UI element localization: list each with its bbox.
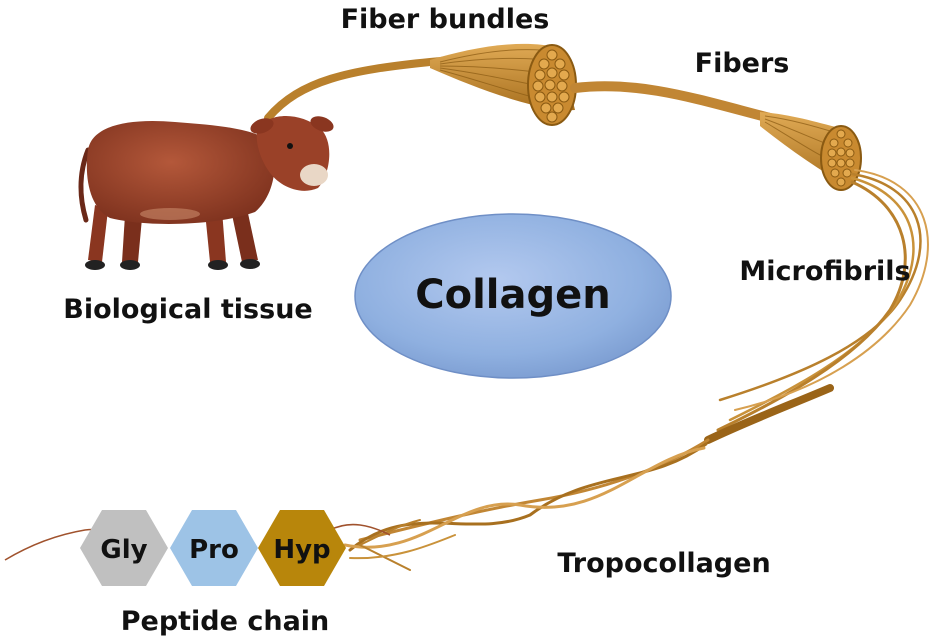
label-microfibrils: Microfibrils bbox=[739, 256, 910, 287]
amino-acid-label-hyp: Hyp bbox=[273, 535, 330, 565]
label-peptide-chain: Peptide chain bbox=[121, 606, 330, 637]
collagen-label: Collagen bbox=[415, 272, 611, 318]
label-biological-tissue: Biological tissue bbox=[63, 294, 313, 325]
amino-acid-pro: Pro bbox=[170, 510, 258, 586]
label-fiber-bundles: Fiber bundles bbox=[341, 4, 550, 35]
fiber-graphic bbox=[760, 112, 862, 191]
microfibril-segment bbox=[704, 384, 834, 444]
label-tropocollagen: Tropocollagen bbox=[557, 548, 770, 579]
fiber-bundle-graphic bbox=[430, 43, 577, 126]
label-fibers: Fibers bbox=[695, 48, 790, 79]
cow-illustration bbox=[78, 116, 334, 270]
amino-acid-label-pro: Pro bbox=[189, 535, 239, 565]
bundle-to-fiber-strand bbox=[570, 81, 775, 123]
amino-acid-gly: Gly bbox=[80, 510, 168, 586]
amino-acid-label-gly: Gly bbox=[100, 535, 147, 565]
microfibril-strands bbox=[716, 169, 929, 432]
amino-acid-hyp: Hyp bbox=[258, 510, 346, 586]
tropocollagen-helix bbox=[343, 438, 710, 571]
collagen-center: Collagen bbox=[354, 213, 672, 379]
